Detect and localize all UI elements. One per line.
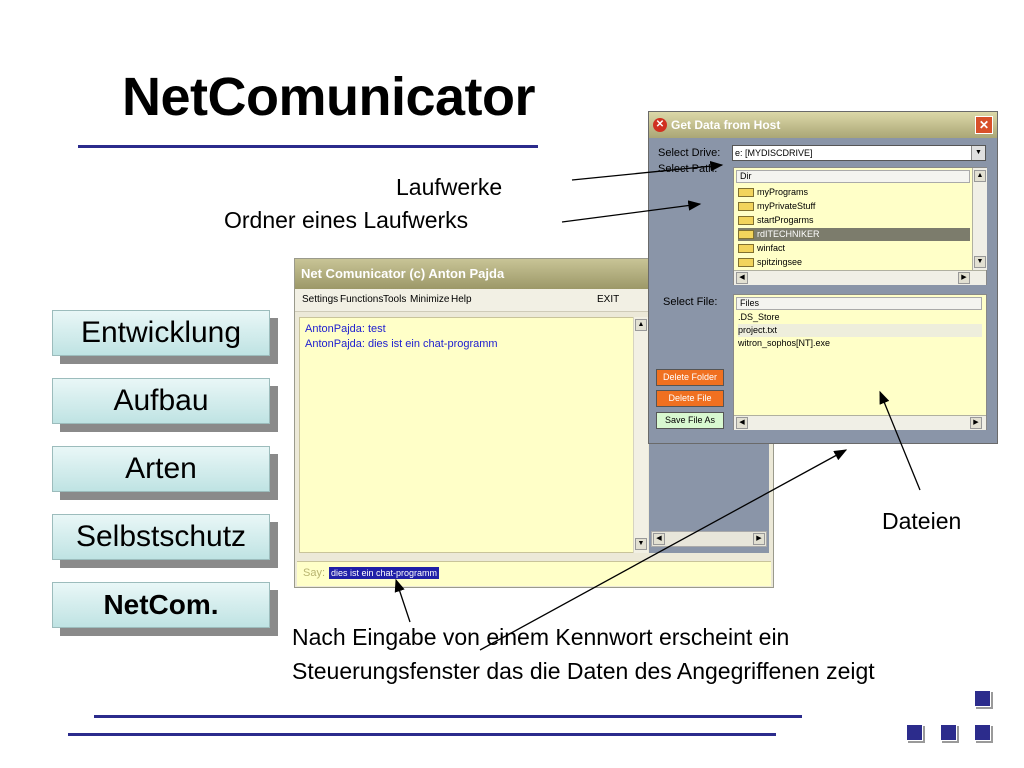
folder-list[interactable]: Dir myPrograms myPrivateStuff startProga… [733, 167, 987, 285]
menu-tools[interactable]: Tools [383, 294, 407, 305]
annotation-files: Dateien [882, 508, 962, 534]
say-label: Say: [303, 567, 326, 579]
scroll-up-icon[interactable]: ▲ [635, 319, 647, 331]
chat-message: AntonPajda: test [305, 323, 386, 335]
scroll-down-icon[interactable]: ▼ [635, 538, 647, 550]
get-data-dialog: ✕ Get Data from Host ✕ Select Drive: e: … [648, 111, 998, 444]
folder-item[interactable]: winfact [738, 242, 970, 255]
chevron-down-icon[interactable]: ▼ [971, 146, 985, 160]
file-list[interactable]: Files .DS_Store project.txt witron_sopho… [733, 294, 987, 430]
scroll-up-icon[interactable]: ▲ [974, 170, 986, 182]
folder-icon [738, 188, 754, 198]
folder-item[interactable]: spitzingsee [738, 256, 970, 269]
scroll-left-icon[interactable]: ◀ [736, 417, 748, 429]
folder-item[interactable]: myPrograms [738, 186, 970, 199]
menu-functions[interactable]: Functions [340, 294, 384, 305]
slide-title: NetComunicator [122, 67, 536, 127]
delete-file-button[interactable]: Delete File [656, 390, 724, 407]
annotation-drives: Laufwerke [396, 174, 503, 200]
select-file-label: Select File: [663, 296, 718, 308]
select-drive-label: Select Drive: [658, 147, 721, 159]
dir-column-header: Dir [736, 170, 970, 183]
annotation-folders: Ordner eines Laufwerks [224, 207, 469, 233]
scroll-right-icon[interactable]: ▶ [970, 417, 982, 429]
file-item[interactable]: project.txt [738, 324, 982, 337]
drive-select[interactable]: e: [MYDISCDRIVE] ▼ [732, 145, 986, 161]
delete-folder-button[interactable]: Delete Folder [656, 369, 724, 386]
dialog-title: Get Data from Host [671, 118, 781, 132]
folder-list-vscrollbar[interactable]: ▲ ▼ [972, 168, 987, 270]
nav-button-aufbau[interactable]: Aufbau [52, 378, 270, 424]
dialog-titlebar[interactable]: ✕ Get Data from Host ✕ [649, 112, 997, 138]
menu-minimize[interactable]: Minimize [410, 294, 450, 305]
chat-window-title: Net Comunicator (c) Anton Pajda [301, 266, 505, 281]
caption-line-2: Steuerungsfenster das die Daten des Ange… [292, 658, 875, 684]
decor-square [974, 724, 991, 741]
save-file-as-button[interactable]: Save File As [656, 412, 724, 429]
files-column-header: Files [736, 297, 982, 310]
folder-list-hscrollbar[interactable]: ◀ ▶ [734, 270, 986, 285]
close-button[interactable]: ✕ [975, 116, 993, 134]
decor-square [940, 724, 957, 741]
folder-item[interactable]: startProgarms [738, 214, 970, 227]
folder-icon [738, 258, 754, 268]
decor-square [974, 690, 991, 707]
chat-message: AntonPajda: dies ist ein chat-programm [305, 338, 498, 350]
nav-button-netcom[interactable]: NetCom. [52, 582, 270, 628]
file-list-hscrollbar[interactable]: ◀ ▶ [734, 415, 986, 430]
menu-settings[interactable]: Settings [302, 294, 339, 305]
decor-square [906, 724, 923, 741]
scroll-left-icon[interactable]: ◀ [736, 272, 748, 284]
scroll-down-icon[interactable]: ▼ [974, 256, 986, 268]
folder-icon [738, 244, 754, 254]
scroll-right-icon[interactable]: ▶ [958, 272, 970, 284]
folder-icon [738, 202, 754, 212]
chat-log-scrollbar[interactable]: ▲ ▼ [633, 317, 648, 553]
select-path-label: Select Path: [658, 163, 718, 175]
caption-line-1: Nach Eingabe von einem Kennwort erschein… [292, 624, 790, 650]
folder-item[interactable]: myPrivateStuff [738, 200, 970, 213]
nav-button-arten[interactable]: Arten [52, 446, 270, 492]
title-underline [78, 145, 538, 148]
scroll-right-icon[interactable]: ▶ [753, 533, 765, 545]
folder-icon [738, 230, 754, 240]
footer-rule-1 [94, 715, 802, 718]
menu-exit[interactable]: EXIT [597, 294, 620, 305]
footer-rule-2 [68, 733, 776, 736]
file-item[interactable]: witron_sophos[NT].exe [738, 338, 831, 348]
say-bar: Say: dies ist ein chat-programm [297, 561, 771, 586]
error-icon: ✕ [653, 118, 667, 132]
scroll-left-icon[interactable]: ◀ [653, 533, 665, 545]
folder-icon [738, 216, 754, 226]
folder-item-selected[interactable]: rdITECHNIKER [738, 228, 970, 241]
drive-select-value: e: [MYDISCDRIVE] [735, 148, 813, 158]
nav-button-selbstschutz[interactable]: Selbstschutz [52, 514, 270, 560]
side-panel-scrollbar[interactable]: ◀ ▶ [651, 531, 767, 547]
menu-help[interactable]: Help [451, 294, 472, 305]
nav-button-entwicklung[interactable]: Entwicklung [52, 310, 270, 356]
say-input[interactable]: dies ist ein chat-programm [329, 567, 440, 579]
file-item[interactable]: .DS_Store [738, 312, 780, 322]
chat-log: AntonPajda: test AntonPajda: dies ist ei… [299, 317, 637, 553]
